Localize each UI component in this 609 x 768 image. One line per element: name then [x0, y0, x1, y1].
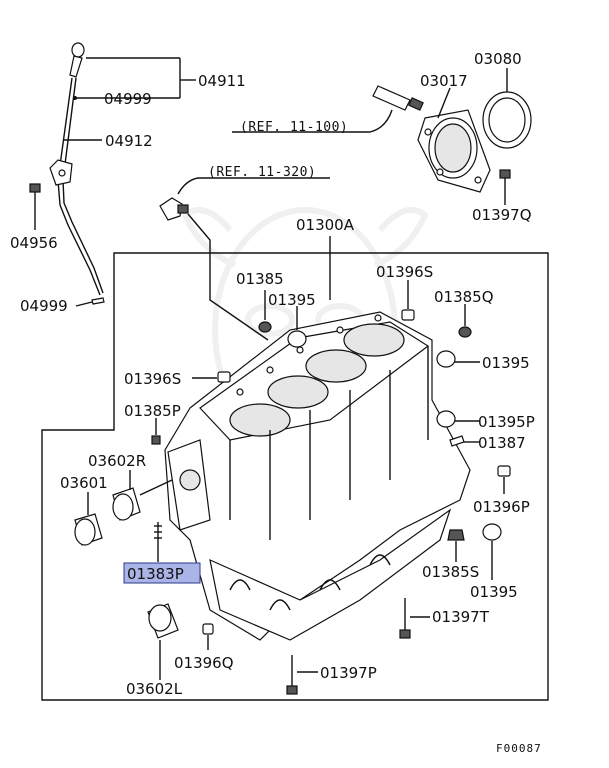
label-01385s: 01385S [422, 563, 479, 581]
plug-01396p [497, 465, 511, 477]
label-03017: 03017 [420, 72, 468, 90]
label-03602l: 03602L [126, 680, 183, 698]
bushing-03601 [74, 513, 103, 546]
bushing-03602r [112, 487, 141, 521]
label-03080: 03080 [474, 50, 522, 68]
bolt-04956 [29, 183, 41, 230]
label-04999-bottom: 04999 [20, 297, 68, 315]
label-01383p[interactable]: 01383P [127, 565, 184, 583]
dipstick-assembly [49, 42, 104, 296]
label-01395p: 01395P [478, 413, 535, 431]
plug-01395-b [436, 350, 456, 368]
label-04956: 04956 [10, 234, 58, 252]
oil-pressure-switch [159, 197, 189, 221]
stud-01383p [154, 522, 162, 545]
label-01397q: 01397Q [472, 206, 532, 224]
plug-01395-a [287, 330, 307, 348]
cylinder-block [164, 311, 471, 641]
figure-id: F00087 [496, 742, 542, 755]
oil-seal-03080 [482, 91, 532, 149]
bushing-03602l [147, 603, 179, 639]
label-01396s-b: 01396S [124, 370, 181, 388]
label-01300a: 01300A [296, 216, 355, 234]
label-01385q: 01385Q [434, 288, 494, 306]
label-04999-top: 04999 [104, 90, 152, 108]
label-03602r: 03602R [88, 452, 146, 470]
label-01395-b: 01395 [482, 354, 530, 372]
plug-01396s-a [401, 309, 415, 321]
o-ring-04999 [91, 297, 105, 305]
label-01396q: 01396Q [174, 654, 234, 672]
plug-01385q [458, 326, 472, 338]
block-frame [41, 252, 549, 701]
plug-01395-c [482, 523, 502, 541]
ref-11-320: (REF. 11-320) [208, 165, 316, 180]
bolt-01397q [499, 169, 511, 205]
label-01387: 01387 [478, 434, 526, 452]
plug-01385s [447, 529, 465, 541]
plug-01396s-b [217, 371, 231, 383]
plug-01385p [151, 435, 161, 445]
label-01385-a: 01385 [236, 270, 284, 288]
label-01396s-a: 01396S [376, 263, 433, 281]
label-01397t: 01397T [432, 608, 490, 626]
oil-seal-case-03017 [417, 109, 491, 193]
bolt-01397t [399, 598, 411, 639]
label-01396p: 01396P [473, 498, 530, 516]
label-04912: 04912 [105, 132, 153, 150]
highlight-01383p [123, 562, 201, 584]
bolt-01397p [286, 655, 298, 695]
label-04911: 04911 [198, 72, 246, 90]
ref-11-100: (REF. 11-100) [240, 120, 348, 135]
label-01397p: 01397P [320, 664, 377, 682]
label-01385p: 01385P [124, 402, 181, 420]
plug-01395p [436, 410, 456, 428]
label-01395-c: 01395 [470, 583, 518, 601]
plug-01385 [258, 321, 272, 333]
label-01395-a: 01395 [268, 291, 316, 309]
sealant-tube [372, 85, 424, 111]
plug-01396q [202, 623, 214, 635]
label-03601: 03601 [60, 474, 108, 492]
